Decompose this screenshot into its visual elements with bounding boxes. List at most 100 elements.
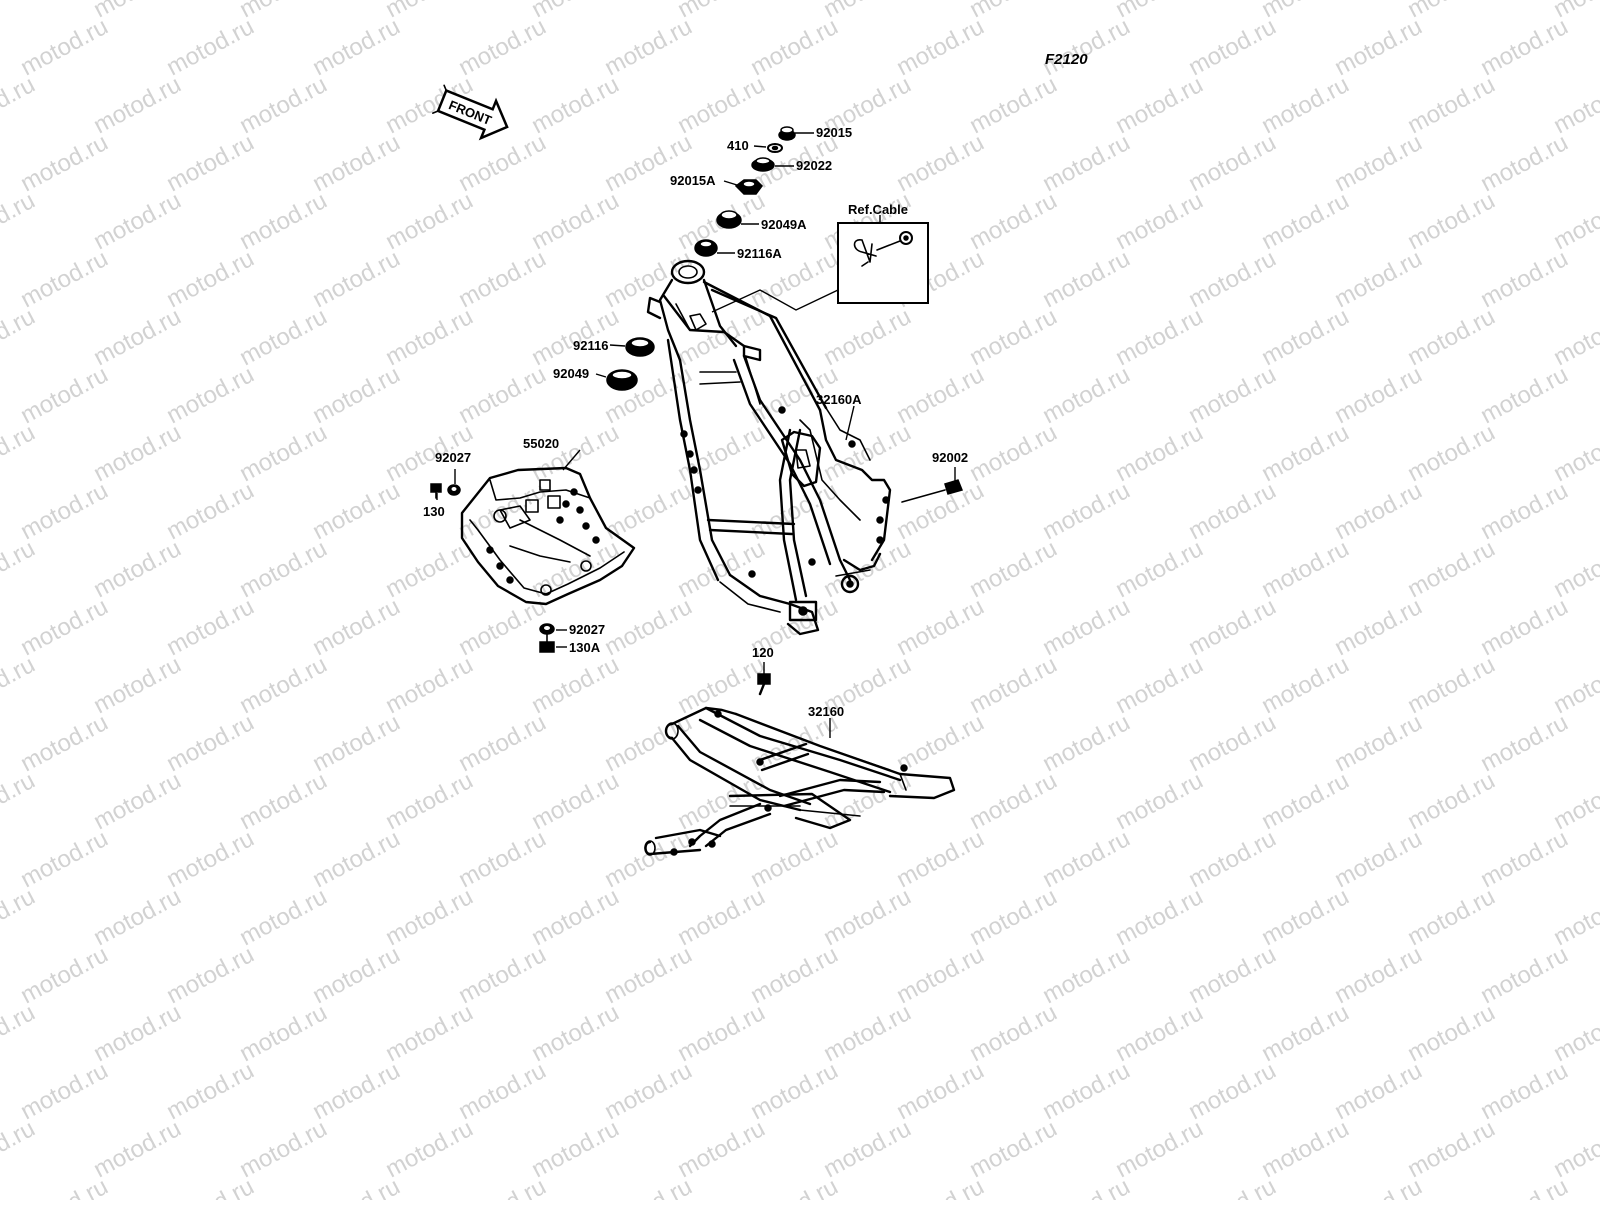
watermark-text: motod.ru bbox=[381, 303, 477, 371]
watermark-text: motod.ru bbox=[1549, 1115, 1600, 1183]
watermark-text: motod.ru bbox=[892, 941, 988, 1009]
watermark-text: motod.ru bbox=[89, 419, 185, 487]
watermark-text: motod.ru bbox=[1111, 767, 1207, 835]
watermark-text: motod.ru bbox=[162, 245, 258, 313]
ref-cable-box: Ref.Cable bbox=[711, 202, 929, 313]
watermark-text: motod.ru bbox=[1184, 13, 1280, 81]
watermark-text: motod.ru bbox=[162, 1173, 258, 1200]
watermark-text: motod.ru bbox=[1257, 999, 1353, 1067]
watermark-text: motod.ru bbox=[746, 13, 842, 81]
watermark-text: motod.ru bbox=[527, 999, 623, 1067]
steering-stack bbox=[606, 126, 796, 391]
watermark-text: motod.ru bbox=[1257, 0, 1353, 23]
watermark-text: motod.ru bbox=[1111, 0, 1207, 23]
watermark-text: motod.ru bbox=[162, 129, 258, 197]
watermark-text: motod.ru bbox=[1330, 1173, 1426, 1200]
watermark-text: motod.ru bbox=[1403, 303, 1499, 371]
watermark-text: motod.ru bbox=[0, 651, 39, 719]
diagram-code: F2120 bbox=[1045, 51, 1088, 68]
label-92027-top: 92027 bbox=[435, 450, 471, 465]
watermark-text: motod.ru bbox=[600, 13, 696, 81]
watermark-text: motod.ru bbox=[819, 999, 915, 1067]
watermark-text: motod.ru bbox=[1476, 1057, 1572, 1125]
watermark-text: motod.ru bbox=[1038, 245, 1134, 313]
watermark-text: motod.ru bbox=[381, 0, 477, 23]
watermark-text: motod.ru bbox=[819, 303, 915, 371]
watermark-text: motod.ru bbox=[527, 187, 623, 255]
watermark-text: motod.ru bbox=[1476, 1173, 1572, 1200]
watermark-text: motod.ru bbox=[162, 1057, 258, 1125]
watermark-text: motod.ru bbox=[1403, 419, 1499, 487]
watermark-text: motod.ru bbox=[1476, 941, 1572, 1009]
watermark-text: motod.ru bbox=[235, 535, 331, 603]
watermark-text: motod.ru bbox=[1038, 477, 1134, 545]
watermark-text: motod.ru bbox=[1330, 361, 1426, 429]
watermark-text: motod.ru bbox=[162, 709, 258, 777]
label-130A: 130A bbox=[569, 640, 601, 655]
watermark-text: motod.ru bbox=[1184, 825, 1280, 893]
watermark-text: motod.ru bbox=[892, 361, 988, 429]
watermark-text: motod.ru bbox=[1257, 883, 1353, 951]
watermark-text: motod.ru bbox=[1330, 129, 1426, 197]
bearing-92049 bbox=[606, 369, 638, 391]
watermark-text: motod.ru bbox=[1038, 1057, 1134, 1125]
watermark-text: motod.ru bbox=[965, 883, 1061, 951]
watermark-text: motod.ru bbox=[527, 651, 623, 719]
label-120: 120 bbox=[752, 645, 774, 660]
label-92022: 92022 bbox=[796, 158, 832, 173]
watermark-text: motod.ru bbox=[0, 535, 39, 603]
watermark-text: motod.ru bbox=[235, 651, 331, 719]
watermark-text: motod.ru bbox=[1257, 767, 1353, 835]
watermark-text: motod.ru bbox=[965, 0, 1061, 23]
watermark-text: motod.ru bbox=[1184, 593, 1280, 661]
watermark-text: motod.ru bbox=[1549, 535, 1600, 603]
bearing-92049A bbox=[716, 210, 742, 229]
watermark-text: motod.ru bbox=[381, 651, 477, 719]
label-92015: 92015 bbox=[816, 125, 852, 140]
label-92027-bottom: 92027 bbox=[569, 622, 605, 637]
watermark-text: motod.ru bbox=[527, 71, 623, 139]
watermark-text: motod.ru bbox=[746, 825, 842, 893]
watermark-text: motod.ru bbox=[746, 1057, 842, 1125]
watermark-text: motod.ru bbox=[965, 1115, 1061, 1183]
watermark-text: motod.ru bbox=[600, 1057, 696, 1125]
nut-92015 bbox=[778, 126, 796, 141]
watermark-text: motod.ru bbox=[1111, 187, 1207, 255]
watermark-text: motod.ru bbox=[892, 593, 988, 661]
watermark-text: motod.ru bbox=[600, 593, 696, 661]
watermark-text: motod.ru bbox=[965, 187, 1061, 255]
watermark-text: motod.ru bbox=[965, 71, 1061, 139]
watermark-text: motod.ru bbox=[673, 999, 769, 1067]
watermark-text: motod.ru bbox=[673, 1115, 769, 1183]
watermark-text: motod.ru bbox=[16, 1173, 112, 1200]
watermark-text: motod.ru bbox=[454, 13, 550, 81]
watermark-text: motod.ru bbox=[454, 1057, 550, 1125]
label-92116A: 92116A bbox=[737, 246, 782, 261]
watermark-text: motod.ru bbox=[16, 825, 112, 893]
watermark-text: motod.ru bbox=[89, 1115, 185, 1183]
watermark-text: motod.ru bbox=[0, 303, 39, 371]
watermark-text: motod.ru bbox=[673, 303, 769, 371]
watermark-text: motod.ru bbox=[235, 1115, 331, 1183]
watermark-text: motod.ru bbox=[381, 883, 477, 951]
watermark-text: motod.ru bbox=[965, 303, 1061, 371]
label-32160A: 32160A bbox=[816, 392, 862, 407]
bolt-120 bbox=[757, 673, 771, 696]
watermark-text: motod.ru bbox=[1330, 709, 1426, 777]
watermark-text: motod.ru bbox=[1184, 245, 1280, 313]
watermark-text: motod.ru bbox=[454, 825, 550, 893]
watermark-text: motod.ru bbox=[1403, 651, 1499, 719]
watermark-text: motod.ru bbox=[1111, 71, 1207, 139]
watermark-text: motod.ru bbox=[1403, 187, 1499, 255]
watermark-text: motod.ru bbox=[600, 825, 696, 893]
seal-92116 bbox=[625, 337, 655, 357]
watermark-text: motod.ru bbox=[1476, 709, 1572, 777]
watermark-text: motod.ru bbox=[162, 825, 258, 893]
watermark-text: motod.ru bbox=[1549, 767, 1600, 835]
watermark-text: motod.ru bbox=[1111, 419, 1207, 487]
watermark-text: motod.ru bbox=[308, 1173, 404, 1200]
skid-plate-55020 bbox=[460, 466, 636, 606]
watermark-text: motod.ru bbox=[965, 419, 1061, 487]
